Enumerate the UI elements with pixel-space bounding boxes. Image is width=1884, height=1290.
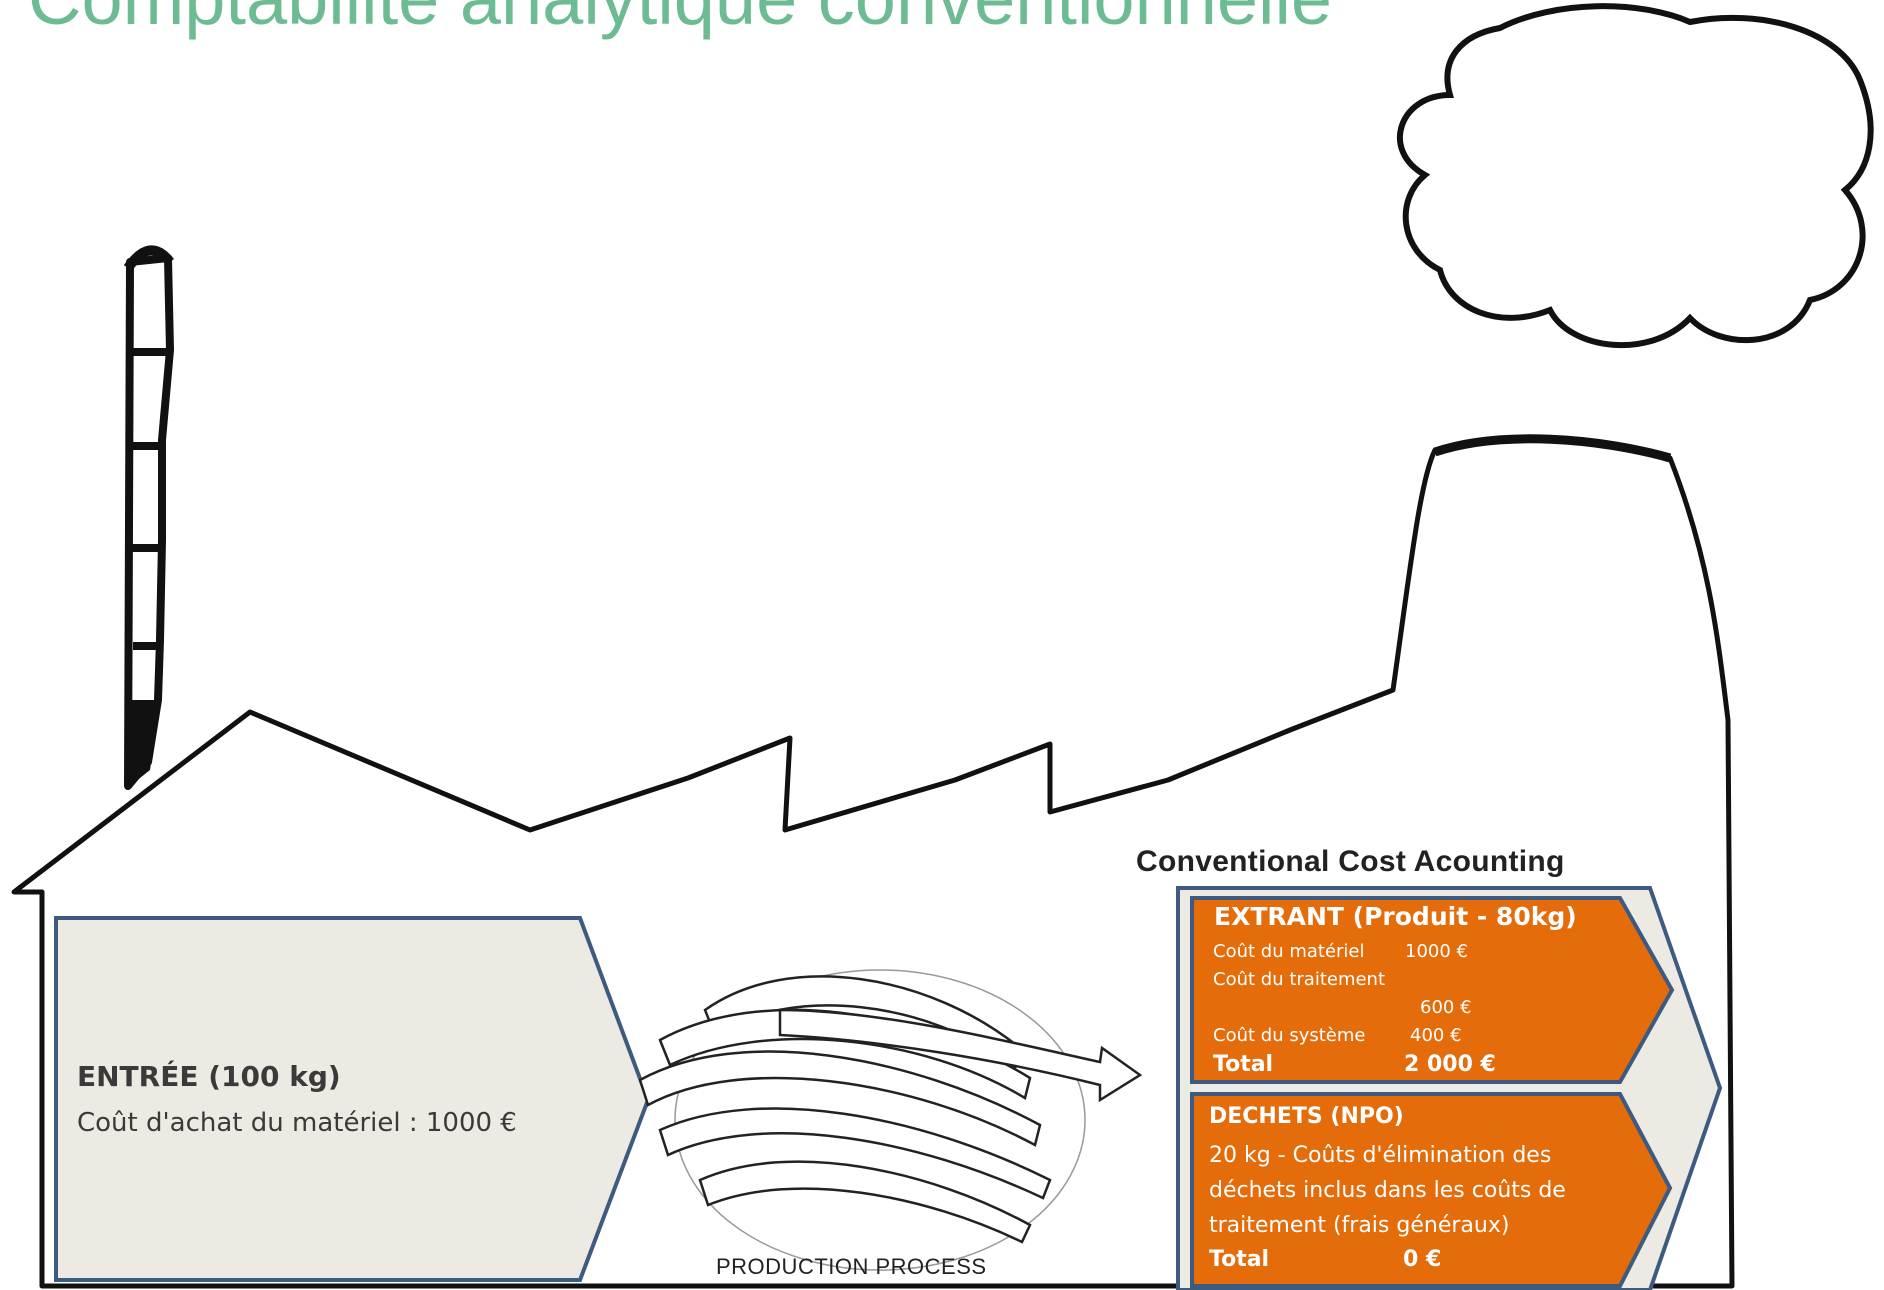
chimney-base-shadow <box>130 700 160 786</box>
diagram-label: Conventional Cost Acounting <box>1136 845 1565 878</box>
process-label: PRODUCTION PROCESS <box>716 1254 987 1279</box>
output-title: EXTRANT (Produit - 80kg) <box>1214 902 1577 931</box>
treatment-cost-label: Coût du traitement <box>1213 969 1386 990</box>
waste-line: déchets inclus dans les coûts de <box>1209 1178 1566 1203</box>
production-process-swirl-icon <box>638 969 1143 1271</box>
treatment-cost-value: 600 € <box>1420 997 1472 1018</box>
input-arrow-box <box>54 916 651 1282</box>
waste-line: traitement (frais généraux) <box>1209 1213 1510 1238</box>
input-cost-line: Coût d'achat du matériel : 1000 € <box>77 1108 517 1138</box>
output-total-label: Total <box>1213 1052 1274 1077</box>
system-cost-label: Coût du système <box>1213 1025 1366 1046</box>
input-title: ENTRÉE (100 kg) <box>77 1060 341 1093</box>
tower-cap <box>1433 434 1672 463</box>
waste-line: 20 kg - Coûts d'élimination des <box>1209 1143 1552 1168</box>
page-title: Comptabilité analytique conventionnelle <box>28 0 1332 41</box>
waste-output-box <box>1190 1092 1673 1288</box>
waste-title: DECHETS (NPO) <box>1209 1104 1404 1129</box>
material-cost-value: 1000 € <box>1405 941 1468 962</box>
system-cost-value: 400 € <box>1410 1025 1462 1046</box>
product-output-box <box>1190 896 1675 1084</box>
waste-total-value: 0 € <box>1403 1247 1442 1272</box>
chimney-cap <box>123 245 174 271</box>
material-cost-label: Coût du matériel <box>1213 941 1365 962</box>
waste-total-label: Total <box>1209 1247 1270 1272</box>
smoke-cloud-icon <box>1396 3 1874 349</box>
output-total-value: 2 000 € <box>1404 1052 1496 1077</box>
